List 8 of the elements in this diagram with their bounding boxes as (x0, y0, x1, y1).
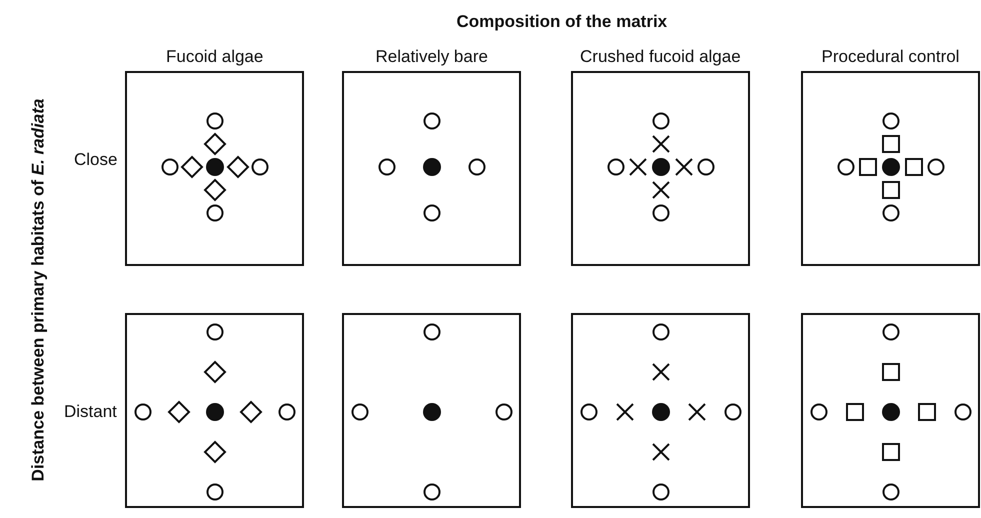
axis-title: Distance between primary habitats of E. radiata (28, 98, 48, 482)
chart-title: Composition of the matrix (456, 12, 668, 32)
column-heading: Crushed fucoid algae (580, 47, 741, 67)
column-heading: Fucoid algae (166, 47, 264, 67)
row-heading: Distant (64, 402, 117, 422)
row-heading: Close (74, 150, 118, 170)
column-heading: Procedural control (822, 47, 960, 67)
column-heading: Relatively bare (376, 47, 488, 67)
